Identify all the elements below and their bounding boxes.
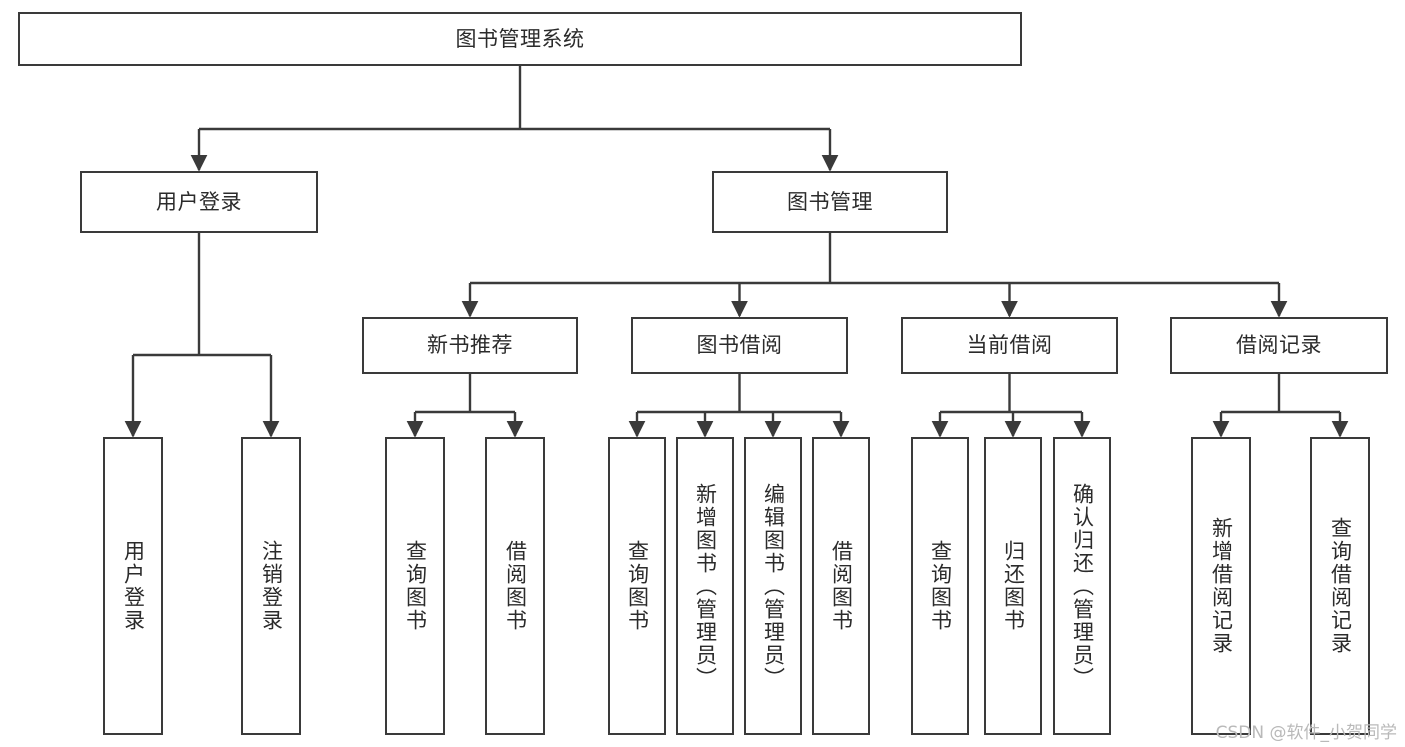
node-label-current-borrow: 当前借阅 — [966, 333, 1053, 358]
node-new-book-rec[interactable]: 新书推荐 — [362, 317, 578, 374]
node-current-borrow[interactable]: 当前借阅 — [901, 317, 1118, 374]
node-borrow-record[interactable]: 借阅记录 — [1170, 317, 1388, 374]
node-label-book-manage: 图书管理 — [787, 189, 873, 214]
node-user-login[interactable]: 用户登录 — [80, 171, 318, 233]
node-label-leaf-return-book: 归还图书 — [1001, 540, 1026, 632]
node-book-borrow[interactable]: 图书借阅 — [631, 317, 848, 374]
node-leaf-query-borrow-record[interactable]: 查询借阅记录 — [1310, 437, 1370, 735]
node-leaf-confirm-return-admin[interactable]: 确认归还（管理员） — [1053, 437, 1111, 735]
node-leaf-edit-book-admin[interactable]: 编辑图书（管理员） — [744, 437, 802, 735]
node-book-manage[interactable]: 图书管理 — [712, 171, 948, 233]
node-root[interactable]: 图书管理系统 — [18, 12, 1022, 66]
node-leaf-add-borrow-record[interactable]: 新增借阅记录 — [1191, 437, 1251, 735]
node-leaf-borrow-book-2[interactable]: 借阅图书 — [812, 437, 870, 735]
node-label-leaf-edit-book-admin: 编辑图书（管理员） — [761, 482, 786, 690]
node-label-new-book-rec: 新书推荐 — [427, 333, 513, 358]
node-label-leaf-user-login: 用户登录 — [121, 540, 146, 632]
node-label-book-borrow: 图书借阅 — [696, 333, 783, 358]
node-leaf-add-book-admin[interactable]: 新增图书（管理员） — [676, 437, 734, 735]
node-label-leaf-borrow-book-1: 借阅图书 — [503, 540, 528, 632]
node-leaf-user-login[interactable]: 用户登录 — [103, 437, 163, 735]
node-label-leaf-query-book-3: 查询图书 — [928, 540, 953, 632]
node-label-leaf-add-borrow-record: 新增借阅记录 — [1209, 517, 1234, 655]
node-leaf-user-logout[interactable]: 注销登录 — [241, 437, 301, 735]
csdn-watermark: CSDN @软件_小贺同学 — [1215, 723, 1397, 743]
node-label-leaf-query-borrow-record: 查询借阅记录 — [1328, 517, 1353, 655]
node-leaf-query-book-3[interactable]: 查询图书 — [911, 437, 969, 735]
node-label-leaf-query-book-2: 查询图书 — [625, 540, 650, 632]
node-label-leaf-borrow-book-2: 借阅图书 — [829, 540, 854, 632]
node-label-leaf-add-book-admin: 新增图书（管理员） — [693, 482, 718, 690]
node-leaf-return-book[interactable]: 归还图书 — [984, 437, 1042, 735]
node-label-user-login: 用户登录 — [156, 189, 242, 214]
node-label-leaf-confirm-return-admin: 确认归还（管理员） — [1070, 482, 1095, 690]
node-label-leaf-user-logout: 注销登录 — [259, 540, 284, 632]
node-label-root: 图书管理系统 — [455, 26, 585, 51]
node-leaf-query-book-1[interactable]: 查询图书 — [385, 437, 445, 735]
node-label-borrow-record: 借阅记录 — [1236, 333, 1322, 358]
node-label-leaf-query-book-1: 查询图书 — [403, 540, 428, 632]
node-leaf-borrow-book-1[interactable]: 借阅图书 — [485, 437, 545, 735]
node-leaf-query-book-2[interactable]: 查询图书 — [608, 437, 666, 735]
